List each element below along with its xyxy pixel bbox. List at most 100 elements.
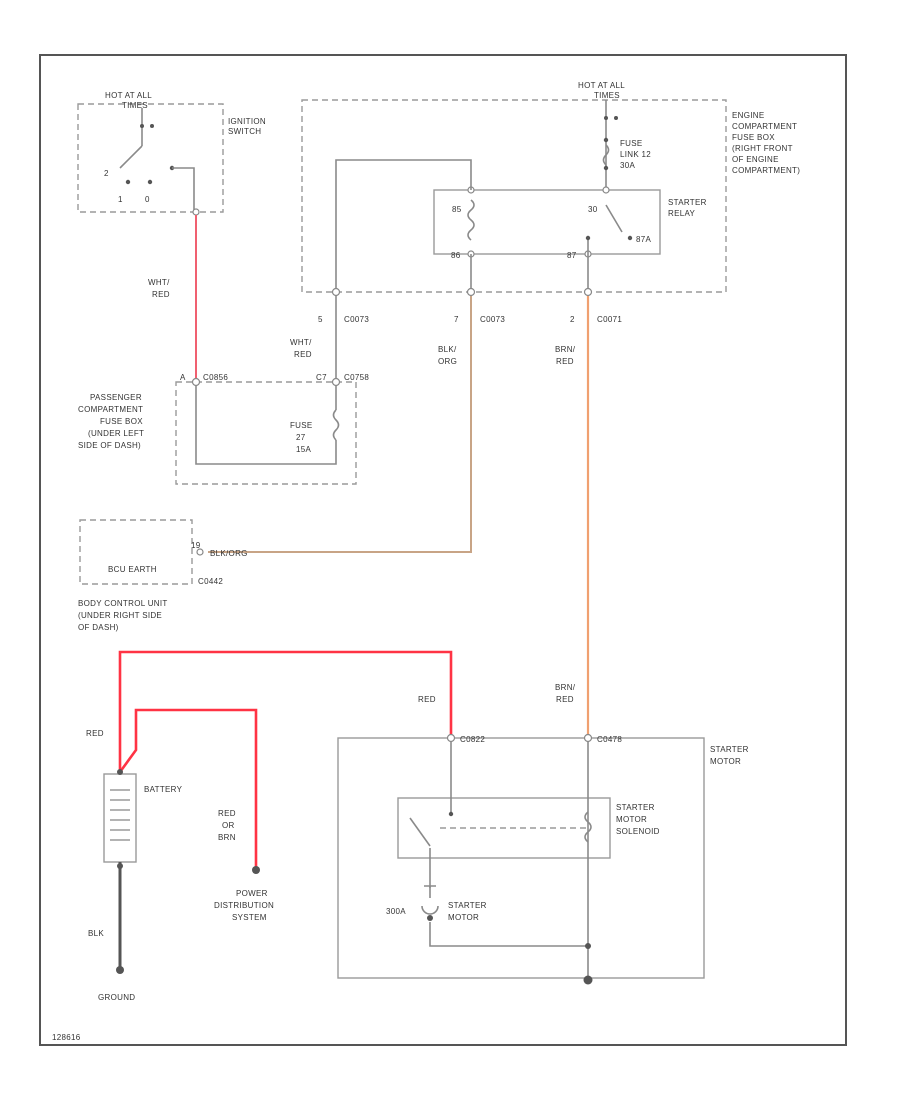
solenoid-label-2: MOTOR	[616, 815, 647, 824]
ignition-switch-outline	[77, 103, 224, 213]
connector-c0478	[583, 733, 593, 743]
c0073-b-pin: 7	[454, 315, 459, 324]
fuse-link-label-3: 30A	[620, 161, 635, 170]
passenger-compartment-fuse-box: A C0856 C7 C0758 FUSE 27 15A PASSENGER C…	[78, 373, 369, 485]
wire-label-blk-org-a: BLK/	[438, 345, 457, 354]
power-distribution: POWER DISTRIBUTION SYSTEM	[214, 866, 274, 922]
wire-label-blk-org-b: ORG	[438, 357, 457, 366]
solenoid-coil	[584, 811, 592, 843]
passenger-box-title-3: FUSE BOX	[100, 417, 143, 426]
bcu-outline	[79, 519, 193, 585]
ignition-contact	[147, 179, 153, 185]
fuse-27-symbol	[332, 409, 340, 441]
starter-motor-title-1: STARTER	[710, 745, 749, 754]
relay-87-contact	[585, 235, 591, 241]
solenoid-contact-blade	[409, 817, 431, 847]
relay-pin-85-label: 85	[452, 205, 462, 214]
starter-relay-box	[433, 189, 661, 255]
wire-label-wht-red-1a: WHT/	[148, 278, 170, 287]
ignition-switch-blade	[119, 145, 143, 169]
wire-label-brn-red-1b: RED	[556, 357, 574, 366]
engine-box-title-2: COMPARTMENT	[732, 122, 797, 131]
relay-pin-30	[602, 186, 610, 194]
ground-label: GROUND	[98, 993, 135, 1002]
body-control-unit: BCU EARTH 19 BLK/ORG C0442 BODY CONTROL …	[78, 519, 247, 632]
fuse-link-12-symbol	[602, 144, 610, 166]
relay-coil	[467, 199, 475, 241]
connector-c0758	[331, 377, 341, 387]
fuse-dot	[614, 116, 618, 120]
starter-ground-point	[583, 975, 593, 985]
engine-box-title-5: OF ENGINE	[732, 155, 779, 164]
fuse-link-label-2: LINK 12	[620, 150, 651, 159]
diagram-frame	[39, 54, 847, 1046]
fuse-link-label-1: FUSE	[620, 139, 643, 148]
connector-c0073-pin-5	[331, 287, 341, 297]
ignition-contact	[125, 179, 131, 185]
solenoid-contact	[448, 811, 454, 817]
c0856-pin: A	[180, 373, 186, 382]
wire-label-red-or-brn-2: OR	[222, 821, 235, 830]
c0758-label: C0758	[344, 373, 369, 382]
bcu-inner-label: BCU EARTH	[108, 565, 157, 574]
power-dist-label-1: POWER	[236, 889, 268, 898]
wire-label-wht-red-2b: RED	[294, 350, 312, 359]
passenger-box-title-4: (UNDER LEFT	[88, 429, 144, 438]
starter-relay-label-1: STARTER	[668, 198, 707, 207]
power-dist-label-2: DISTRIBUTION	[214, 901, 274, 910]
wire-red-battery-to-starter	[118, 650, 453, 772]
battery-positive-terminal	[117, 769, 123, 775]
starter-relay-label-2: RELAY	[668, 209, 696, 218]
ignition-switch-title-1: IGNITION	[228, 117, 266, 126]
engine-hot-label-1: HOT AT ALL	[578, 81, 625, 90]
engine-box-title-4: (RIGHT FRONT	[732, 144, 793, 153]
wire-label-wht-red-1b: RED	[152, 290, 170, 299]
passenger-box-title-5: SIDE OF DASH)	[78, 441, 141, 450]
battery-label: BATTERY	[144, 785, 183, 794]
engine-box-title-1: ENGINE	[732, 111, 764, 120]
fuse-dot	[603, 137, 609, 143]
connector-c0822	[446, 733, 456, 743]
wire-label-brn-red-1a: BRN/	[555, 345, 576, 354]
c0442-pin: 19	[191, 541, 201, 550]
passenger-fuse-box-outline	[175, 381, 357, 485]
starter-motor-label-1: STARTER	[448, 901, 487, 910]
engine-box-title-6: COMPARTMENT)	[732, 166, 800, 175]
c0071-pin: 2	[570, 315, 575, 324]
fuse-dot	[603, 165, 609, 171]
ignition-dot	[140, 124, 144, 128]
ignition-switch: HOT AT ALL TIMES IGNITION SWITCH 2 1 0	[77, 91, 266, 216]
wire-label-red-or-brn-3: BRN	[218, 833, 236, 842]
bcu-title-2: (UNDER RIGHT SIDE	[78, 611, 162, 620]
ignition-dot	[150, 124, 154, 128]
bcu-title-1: BODY CONTROL UNIT	[78, 599, 168, 608]
wire-fuse-27-loop	[195, 386, 337, 465]
wire-label-blk: BLK	[88, 929, 104, 938]
relay-pin-86-label: 86	[451, 251, 461, 260]
starter-motor-rating: 300A	[386, 907, 406, 916]
wire-label-red-battery: RED	[86, 729, 104, 738]
relay-pin-30-label: 30	[588, 205, 598, 214]
ignition-pos-0: 0	[145, 195, 150, 204]
c0073-b-label: C0073	[480, 315, 505, 324]
connector-c0073-pin-7	[466, 287, 476, 297]
engine-compartment-fuse-box: HOT AT ALL TIMES ENGINE COMPARTMENT FUSE…	[301, 81, 800, 293]
starter-motor-label-2: MOTOR	[448, 913, 479, 922]
passenger-box-title-1: PASSENGER	[90, 393, 142, 402]
engine-box-title-3: FUSE BOX	[732, 133, 775, 142]
connector-c0442	[196, 548, 204, 556]
ignition-pos-1: 1	[118, 195, 123, 204]
relay-pin-87a-label: 87A	[636, 235, 651, 244]
fuse-27-label-3: 15A	[296, 445, 311, 454]
wire-label-brn-red-2b: RED	[556, 695, 574, 704]
relay-contact-blade	[605, 204, 623, 233]
wire-relay-85-to-c0073	[335, 159, 472, 292]
starter-solenoid-box	[397, 797, 611, 859]
fuse-27-label-1: FUSE	[290, 421, 313, 430]
starter-motor-symbol	[421, 885, 439, 915]
relay-pin-87-label: 87	[567, 251, 577, 260]
c0442-label: C0442	[198, 577, 223, 586]
solenoid-label-1: STARTER	[616, 803, 655, 812]
wire-blk-org	[208, 296, 472, 553]
